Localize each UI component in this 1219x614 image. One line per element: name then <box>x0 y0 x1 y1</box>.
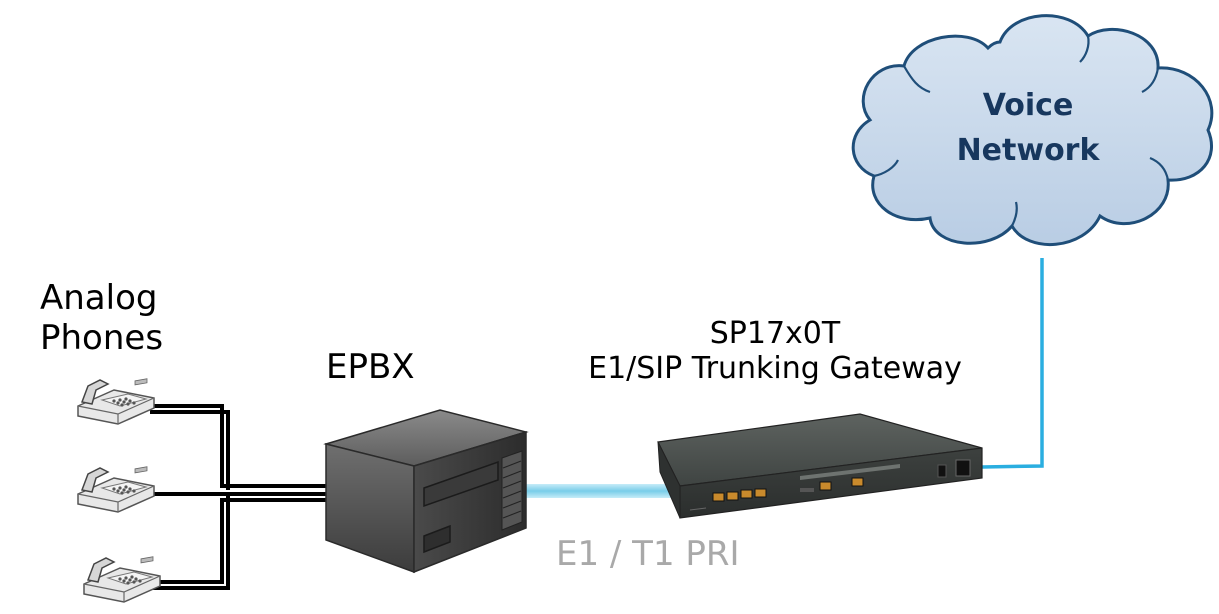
uplink-connection <box>981 258 1044 469</box>
e1-t1-link <box>526 484 674 498</box>
analog-phone-wiring <box>150 404 326 590</box>
analog-phone-icon <box>77 378 155 425</box>
analog-phones-label-line1: Analog <box>40 278 158 318</box>
analog-phone-icon <box>83 556 161 603</box>
gateway-label: SP17x0T E1/SIP Trunking Gateway <box>560 316 990 387</box>
gateway-model-label: SP17x0T <box>709 316 841 351</box>
epbx-server-icon <box>323 409 529 574</box>
voice-network-label-line1: Voice <box>982 88 1074 123</box>
analog-phones-label-line2: Phones <box>40 318 164 359</box>
analog-phone-icon <box>77 466 155 513</box>
voice-network-label-line2: Network <box>956 133 1100 168</box>
analog-phones-label: Analog Phones <box>40 278 163 358</box>
sip-trunking-gateway-icon <box>657 413 983 519</box>
voice-network-cloud-icon <box>851 14 1214 246</box>
link-type-label: E1 / T1 PRI <box>556 534 740 574</box>
gateway-description-label: E1/SIP Trunking Gateway <box>588 351 962 387</box>
voice-network-label: Voice Network <box>900 83 1156 173</box>
epbx-label: EPBX <box>326 347 415 387</box>
